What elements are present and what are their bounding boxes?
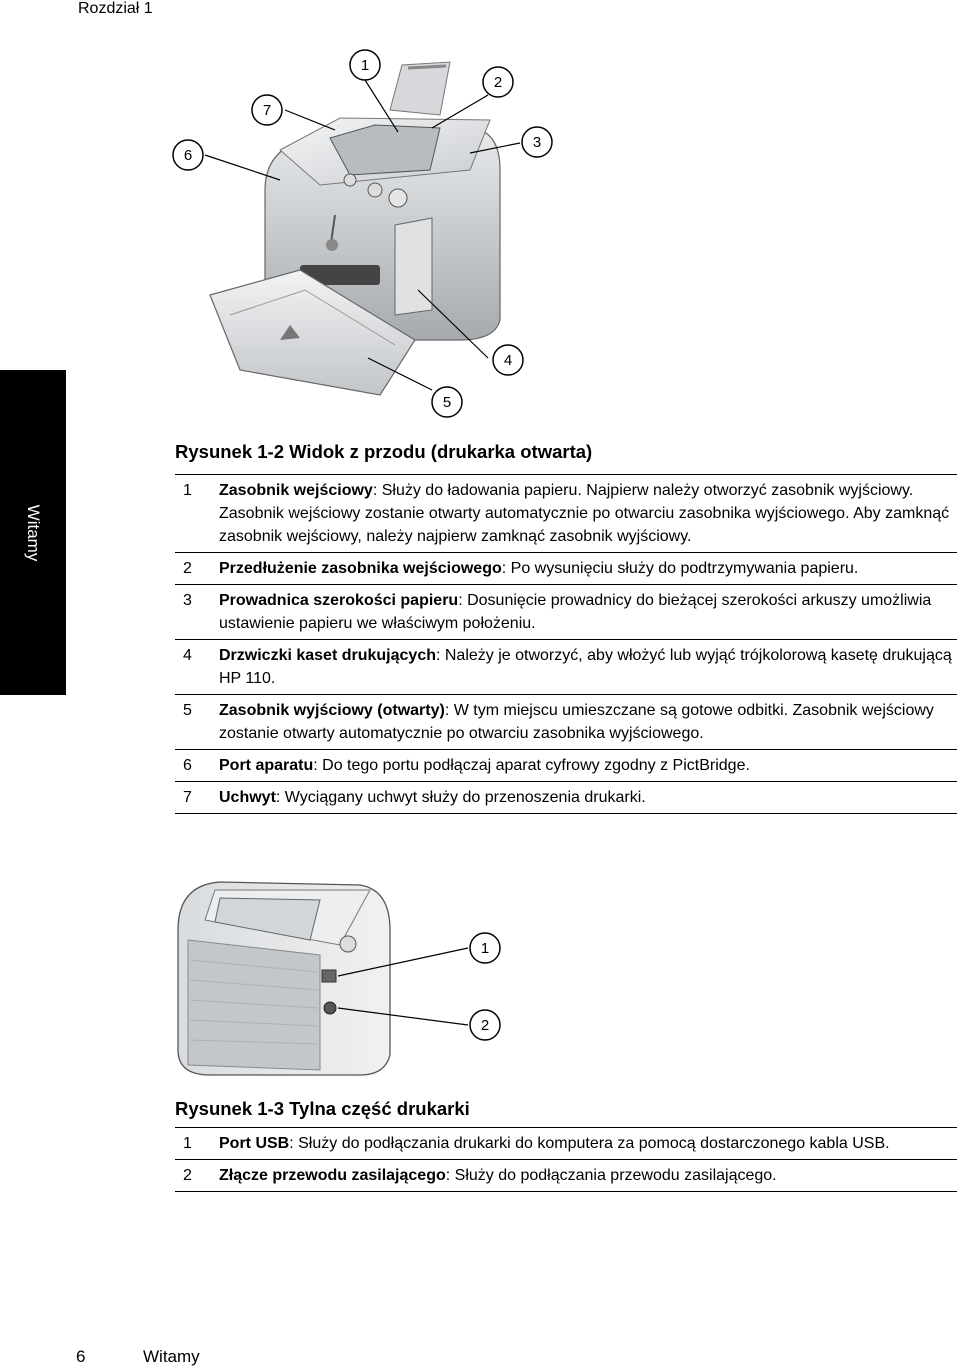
callout-2-label: 2: [481, 1017, 489, 1034]
callout-5-label: 5: [443, 394, 451, 411]
legend-desc: : Po wysunięciu służy do podtrzymywania …: [501, 560, 859, 577]
legend-term: Prowadnica szerokości papieru: [219, 592, 459, 609]
legend-term: Przedłużenie zasobnika wejściowego: [219, 560, 502, 577]
legend-desc: : Służy do podłączania przewodu zasilają…: [445, 1167, 777, 1184]
legend-row: 3 Prowadnica szerokości papieru: Dosunię…: [175, 584, 957, 640]
legend-number: 2: [183, 560, 192, 577]
legend-term: Zasobnik wyjściowy (otwarty): [219, 702, 445, 719]
legend-number: 4: [183, 647, 192, 664]
legend-number: 1: [183, 1135, 192, 1152]
legend-row: 4 Drzwiczki kaset drukujących: Należy je…: [175, 639, 957, 695]
printer-back-illustration: 1 2: [177, 881, 501, 1076]
legend-term: Port aparatu: [219, 757, 314, 774]
legend-row: 1 Zasobnik wejściowy: Służy do ładowania…: [175, 474, 957, 553]
legend-number: 6: [183, 757, 192, 774]
figure-1-caption: Rysunek 1-2 Widok z przodu (drukarka otw…: [175, 441, 593, 462]
legend-text: Przedłużenie zasobnika wejściowego: Po w…: [219, 553, 957, 585]
legend-number: 1: [183, 482, 192, 499]
legend-row: 1 Port USB: Służy do podłączania drukark…: [175, 1127, 957, 1160]
footer-title: Witamy: [143, 1347, 200, 1366]
legend-row: 6 Port aparatu: Do tego portu podłączaj …: [175, 749, 957, 782]
callout-1: 1: [349, 49, 381, 81]
legend-text: Zasobnik wyjściowy (otwarty): W tym miej…: [219, 695, 957, 750]
figure-1-legend: 1 Zasobnik wejściowy: Służy do ładowania…: [175, 474, 957, 814]
legend-number: 7: [183, 789, 192, 806]
figure-2-caption: Rysunek 1-3 Tylna część drukarki: [175, 1098, 470, 1119]
legend-number: 2: [183, 1167, 192, 1184]
callout-2: 2: [482, 66, 514, 98]
legend-number: 5: [183, 702, 192, 719]
callout-3-label: 3: [533, 134, 541, 151]
legend-row: 5 Zasobnik wyjściowy (otwarty): W tym mi…: [175, 694, 957, 750]
callout-1: 1: [469, 932, 501, 964]
callout-7: 7: [251, 94, 283, 126]
page-number: 6: [76, 1347, 86, 1366]
callout-4: 4: [492, 344, 524, 376]
legend-number: 3: [183, 592, 192, 609]
figure-2-legend: 1 Port USB: Służy do podłączania drukark…: [175, 1127, 957, 1192]
legend-text: Drzwiczki kaset drukujących: Należy je o…: [219, 640, 957, 695]
legend-desc: : W tym miejscu umieszczane są gotowe od…: [219, 702, 934, 742]
legend-desc: : Należy je otworzyć, aby włożyć lub wyj…: [219, 647, 952, 687]
legend-text: Port USB: Służy do podłączania drukarki …: [219, 1128, 957, 1160]
side-tab: Witamy: [0, 370, 66, 695]
printer-front-illustration: 1 2 3 4 5 6 7: [172, 49, 553, 418]
legend-desc: : Do tego portu podłączaj aparat cyfrowy…: [313, 757, 750, 774]
legend-term: Złącze przewodu zasilającego: [219, 1167, 446, 1184]
legend-text: Zasobnik wejściowy: Służy do ładowania p…: [219, 475, 957, 553]
legend-text: Uchwyt: Wyciągany uchwyt służy do przeno…: [219, 782, 957, 814]
legend-row: 2 Przedłużenie zasobnika wejściowego: Po…: [175, 552, 957, 585]
legend-desc: : Wyciągany uchwyt służy do przenoszenia…: [275, 789, 646, 806]
legend-term: Uchwyt: [219, 789, 276, 806]
legend-text: Port aparatu: Do tego portu podłączaj ap…: [219, 750, 957, 782]
legend-term: Drzwiczki kaset drukujących: [219, 647, 436, 664]
legend-term: Port USB: [219, 1135, 290, 1152]
callout-5: 5: [431, 386, 463, 418]
legend-text: Prowadnica szerokości papieru: Dosunięci…: [219, 585, 957, 640]
legend-text: Złącze przewodu zasilającego: Służy do p…: [219, 1160, 957, 1192]
callout-1-label: 1: [361, 57, 369, 74]
callout-3: 3: [521, 126, 553, 158]
callout-6: 6: [172, 139, 204, 171]
callout-2-label: 2: [494, 74, 502, 91]
callout-2: 2: [469, 1009, 501, 1041]
callout-1-label: 1: [481, 940, 489, 957]
legend-desc: : Służy do podłączania drukarki do kompu…: [289, 1135, 890, 1152]
callout-6-label: 6: [184, 147, 192, 164]
side-tab-label: Witamy: [24, 504, 43, 561]
chapter-header: Rozdział 1: [78, 0, 153, 17]
legend-desc: : Dosunięcie prowadnicy do bieżącej szer…: [219, 592, 932, 632]
callout-4-label: 4: [504, 352, 512, 369]
legend-term: Zasobnik wejściowy: [219, 482, 373, 499]
legend-desc: : Służy do ładowania papieru. Najpierw n…: [219, 482, 950, 545]
legend-row: 2 Złącze przewodu zasilającego: Służy do…: [175, 1159, 957, 1192]
legend-row: 7 Uchwyt: Wyciągany uchwyt służy do prze…: [175, 781, 957, 814]
callout-7-label: 7: [263, 102, 271, 119]
